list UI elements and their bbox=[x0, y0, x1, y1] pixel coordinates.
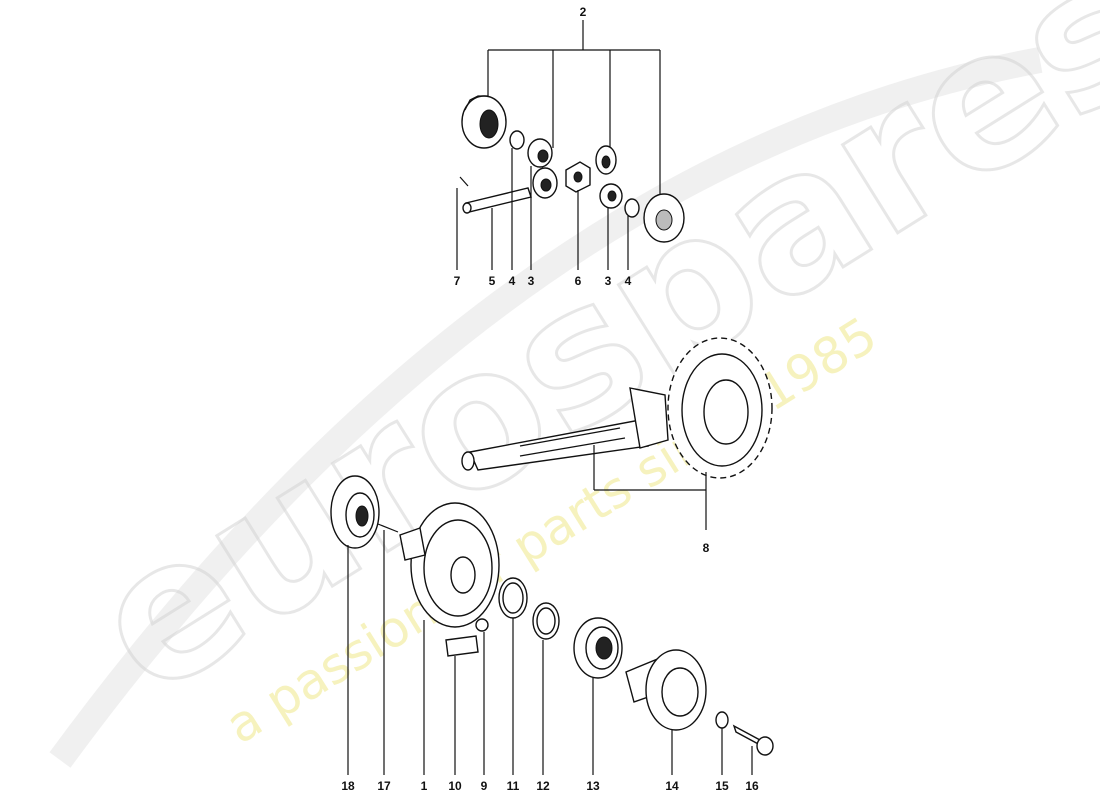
callout-7: 7 bbox=[454, 274, 461, 288]
callout-6: 6 bbox=[575, 274, 582, 288]
ring-gear bbox=[667, 337, 773, 479]
lock-plate-10 bbox=[445, 635, 479, 657]
bottom-labels: 18 17 1 10 9 11 12 13 14 15 16 bbox=[341, 779, 759, 793]
callout-2: 2 bbox=[580, 5, 587, 19]
flange-14 bbox=[625, 649, 707, 731]
diff-housing-1 bbox=[399, 502, 500, 628]
cross-block bbox=[565, 161, 591, 193]
side-gear-left bbox=[461, 95, 507, 149]
washer-15 bbox=[715, 711, 729, 729]
top-labels: 7 5 4 3 6 3 4 bbox=[454, 274, 632, 288]
side-cover-18 bbox=[330, 475, 380, 549]
callout-17: 17 bbox=[377, 779, 391, 793]
bolt-17 bbox=[377, 523, 399, 533]
callout-15: 15 bbox=[715, 779, 729, 793]
callout-4-right: 4 bbox=[625, 274, 632, 288]
bearing-13 bbox=[573, 617, 623, 679]
callout-3-left: 3 bbox=[528, 274, 535, 288]
callout-14: 14 bbox=[665, 779, 679, 793]
callout-11: 11 bbox=[507, 779, 520, 793]
callout-12: 12 bbox=[536, 779, 550, 793]
shim-11 bbox=[498, 577, 528, 619]
bottom-leaders bbox=[347, 530, 753, 775]
side-gear-right bbox=[643, 193, 685, 243]
watermark-brand: eurospares bbox=[57, 0, 1100, 738]
shaft-5 bbox=[462, 187, 532, 214]
pinion-shaft bbox=[461, 387, 669, 471]
circlip-right bbox=[624, 198, 640, 218]
callout-9: 9 bbox=[481, 779, 488, 793]
callout-3-right: 3 bbox=[605, 274, 612, 288]
callout-10: 10 bbox=[448, 779, 462, 793]
callout-4-left: 4 bbox=[509, 274, 516, 288]
screw-9 bbox=[475, 618, 489, 632]
top-leaders bbox=[456, 148, 629, 270]
callout-18: 18 bbox=[341, 779, 355, 793]
group-2-bracket: 2 bbox=[487, 5, 661, 200]
callout-5: 5 bbox=[489, 274, 496, 288]
bolt-16 bbox=[732, 724, 774, 756]
callout-8: 8 bbox=[703, 541, 710, 555]
shim-12 bbox=[532, 602, 560, 640]
pinion-gear-left-lower bbox=[532, 167, 558, 199]
pinion-gear-left bbox=[527, 138, 553, 168]
group-8-bracket: 8 bbox=[593, 445, 710, 555]
callout-1: 1 bbox=[421, 779, 428, 793]
callout-16: 16 bbox=[745, 779, 759, 793]
callout-13: 13 bbox=[586, 779, 600, 793]
pin-7 bbox=[459, 176, 469, 187]
circlip-left bbox=[509, 130, 525, 150]
pinion-gear-right-upper bbox=[595, 145, 617, 175]
pinion-gear-right-lower bbox=[599, 183, 623, 209]
